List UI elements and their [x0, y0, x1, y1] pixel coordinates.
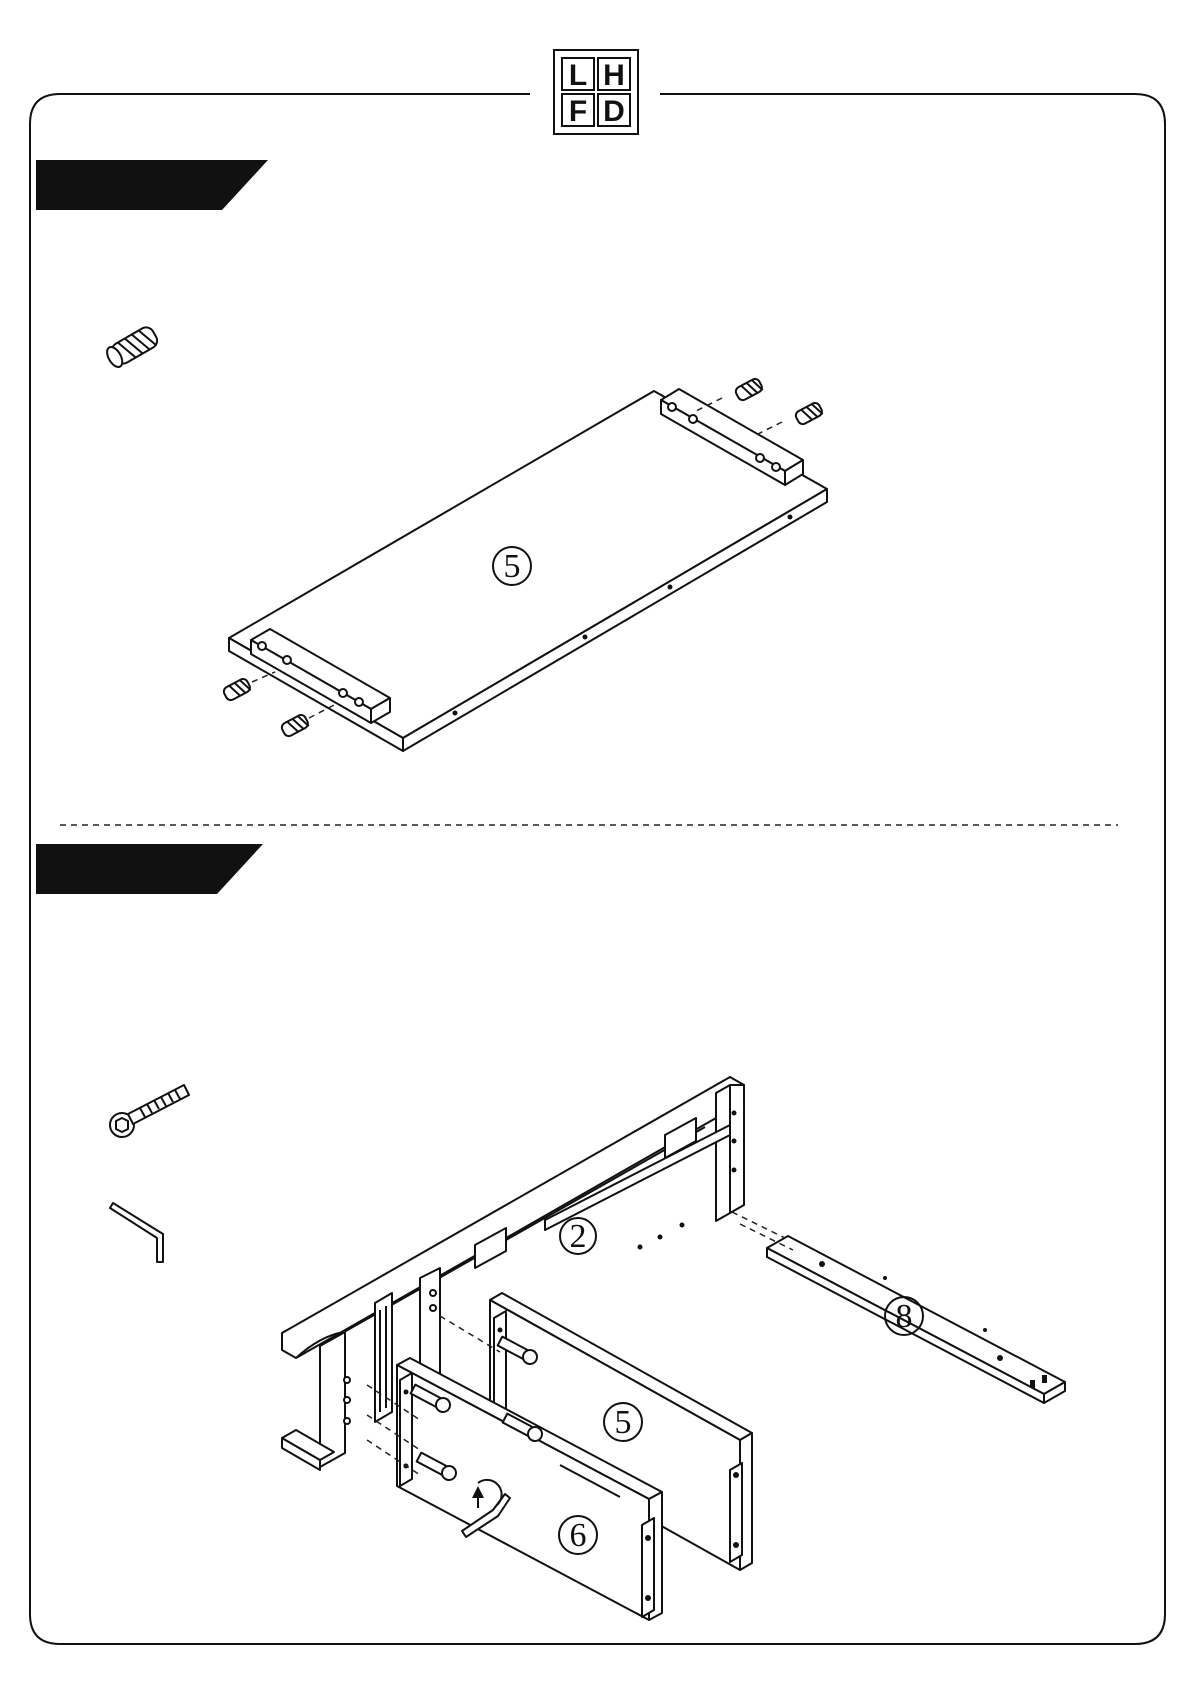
step2-banner [36, 844, 263, 894]
rail-8: 8 [732, 1212, 1065, 1403]
part-label-5-step2: 5 [615, 1404, 632, 1441]
wooden-dowel-icon [104, 324, 160, 369]
part-label-5-step1: 5 [504, 548, 521, 585]
logo-letter-f: F [569, 95, 587, 128]
part-label-8: 8 [896, 1298, 913, 1335]
part-label-6: 6 [570, 1517, 587, 1554]
logo-letter-d: D [603, 95, 625, 128]
lhfd-logo: L H F D [554, 50, 638, 134]
panel-5-step1: 5 [229, 389, 827, 751]
logo-letter-h: H [603, 59, 625, 92]
logo-letter-l: L [569, 59, 587, 92]
bolt-icon [110, 1085, 189, 1137]
step1-banner [36, 160, 268, 210]
allen-key-icon [110, 1203, 163, 1262]
part-label-2: 2 [570, 1218, 587, 1255]
